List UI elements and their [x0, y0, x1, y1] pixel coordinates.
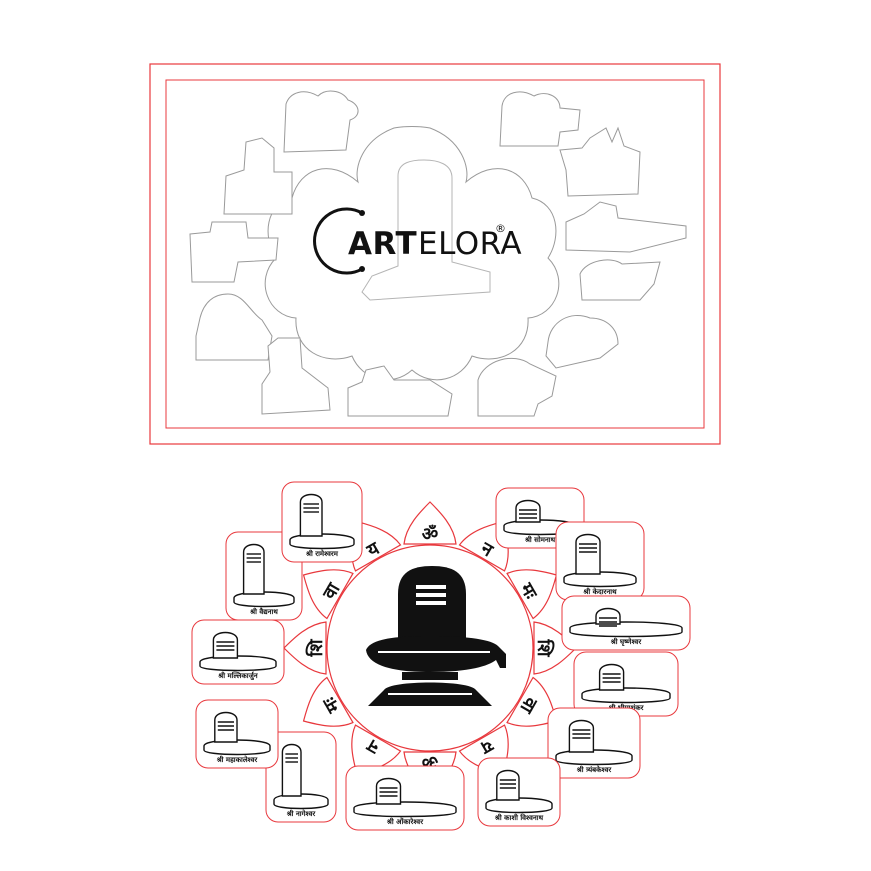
linga-stone-icon [598, 663, 625, 691]
linga-stone-icon [375, 777, 402, 805]
cutout-mallikarjun [189, 221, 279, 283]
cutout-kedarnath [559, 126, 641, 197]
cutout-vaidyanath [223, 137, 293, 215]
logo-dot-icon [359, 266, 365, 272]
linga-stone-icon [496, 769, 520, 801]
linga-stone-icon [595, 607, 621, 625]
piece-label: श्री ओंकारेश्वर [386, 817, 424, 826]
mantra-syllable: शि [305, 639, 327, 658]
piece-label: श्री केदारनाथ [582, 587, 617, 596]
cutout-kashi-vishwanath [477, 357, 557, 417]
lotus-petal [302, 676, 354, 727]
linga-stone-icon [214, 711, 238, 743]
logo-art-text: ART [348, 226, 417, 262]
linga-stone-icon [568, 719, 595, 753]
piece-label: श्री रामेश्वरम [305, 549, 339, 558]
logo-ring-icon [313, 207, 363, 275]
piece-label: श्री त्र्यंबकेश्वर [576, 765, 613, 774]
linga-base-icon [569, 621, 683, 638]
cutout-omkareshwar [347, 365, 453, 417]
jyotirlinga-piece: श्री नागेश्वर [265, 731, 337, 823]
mantra-syllable: ॐ [422, 524, 438, 545]
base-board-outer-border [149, 63, 721, 445]
piece-label: श्री सोमनाथ [524, 535, 556, 544]
linga-base-icon [353, 801, 457, 818]
linga-stone-icon [575, 533, 601, 575]
jyotirlinga-piece: श्री घृष्णेश्वर [561, 595, 691, 651]
artelora-logo: ART ELORA ® [313, 207, 522, 275]
cutout-nageshwar [261, 337, 331, 415]
cutout-bhimashankar [579, 259, 661, 301]
logo-elora-text: ELORA [418, 226, 522, 262]
jyotirlinga-piece: श्री मल्लिकार्जुन [191, 619, 285, 685]
mantra-syllable: शि [533, 639, 555, 658]
jyotirlinga-piece: श्री केदारनाथ [555, 521, 645, 601]
cutout-rameshwaram [283, 90, 359, 153]
jyotirlinga-piece: श्री त्र्यंबकेश्वर [547, 707, 641, 779]
piece-label: श्री मल्लिकार्जुन [217, 671, 258, 681]
linga-stone-icon [299, 493, 323, 537]
base-board-panel: ART ELORA ® [149, 63, 721, 445]
piece-label: श्री घृष्णेश्वर [610, 637, 643, 647]
linga-outline-guide [361, 159, 491, 301]
jyotirlinga-pieces: श्री सोमनाथ श्री केदारनाथ श्री घृष्णेश्वर श… [191, 481, 691, 831]
cutout-trimbakeshwar [545, 314, 619, 369]
jyotirlinga-piece: श्री रामेश्वरम [281, 481, 363, 563]
base-board-inner-border [165, 79, 705, 429]
piece-label: श्री वैद्यनाथ [249, 607, 278, 616]
jyotirlinga-piece: श्री महाकालेश्वर [195, 699, 279, 769]
central-shivalinga-icon [366, 566, 506, 706]
lotus-petal [302, 569, 354, 620]
logo-dot-icon [359, 210, 365, 216]
cutout-somnath [499, 91, 581, 147]
linga-stone-icon [212, 631, 239, 659]
piece-label: श्री काशी विश्वनाथ [494, 813, 544, 822]
piece-label: श्री नागेश्वर [286, 809, 317, 818]
jyotirlinga-piece: श्री ओंकारेश्वर [345, 765, 465, 831]
linga-base-icon [581, 687, 671, 704]
cutout-grishneshwar [565, 201, 687, 253]
jyotirlinga-piece: श्री काशी विश्वनाथ [477, 757, 561, 827]
linga-stone-icon [281, 743, 302, 797]
jyotirlinga-piece: श्री भीमाशंकर [573, 651, 679, 717]
piece-label: श्री महाकालेश्वर [216, 755, 259, 764]
lotus-petal [403, 501, 457, 545]
linga-stone-icon [242, 543, 265, 595]
linga-stone-icon [515, 499, 541, 523]
cutout-mahakaleshwar [195, 293, 273, 361]
logo-registered-mark: ® [495, 222, 506, 235]
